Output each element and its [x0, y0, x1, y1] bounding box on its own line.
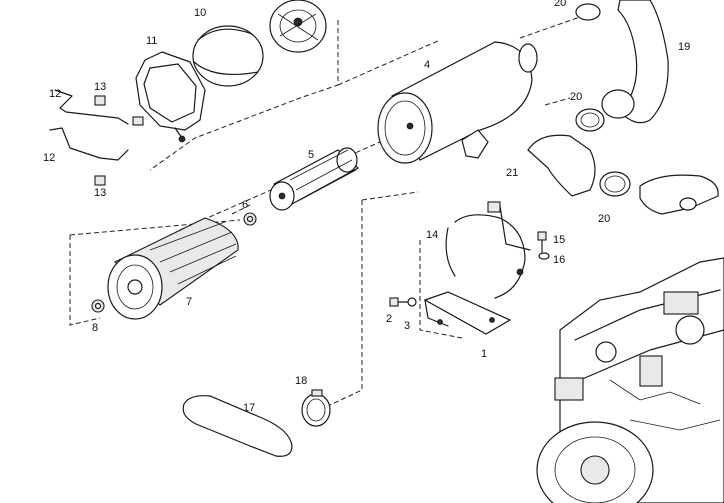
part-10-cover: [192, 0, 327, 87]
callout-16: 16: [553, 254, 565, 266]
callout-3: 3: [404, 320, 410, 332]
callout-7: 7: [186, 296, 192, 308]
callout-5: 5: [308, 149, 314, 161]
callout-18: 18: [295, 375, 307, 387]
callout-8: 8: [92, 322, 98, 334]
callout-20-low: 20: [598, 213, 610, 225]
callout-10: 10: [194, 7, 206, 19]
callout-21: 21: [506, 167, 518, 179]
callout-11: 11: [146, 35, 157, 47]
part-5-inner-filter: [269, 147, 360, 211]
part-18-clamp: [301, 389, 331, 427]
assembly-leader-lines: [69, 9, 601, 406]
callout-13-lower: 13: [94, 187, 106, 199]
callout-4: 4: [424, 59, 430, 71]
callout-12-lower: 12: [43, 152, 55, 164]
callout-2: 2: [386, 313, 392, 325]
callout-6: 6: [242, 199, 248, 211]
callout-labels: 1 2 3 4 5 6 7 8 10 11 12 12 13 13 14 15 …: [43, 0, 690, 414]
callout-14: 14: [426, 229, 438, 241]
part-19-upper-hose: [601, 0, 669, 124]
callout-20-mid: 20: [570, 91, 582, 103]
part-15-bolt: [537, 231, 547, 253]
part-2-bolt: [389, 297, 409, 307]
callout-15: 15: [553, 234, 565, 246]
engine-block: [536, 257, 724, 503]
part-4-housing: [377, 41, 538, 164]
part-17-hose: [182, 395, 293, 457]
part-20-clamp-top: [575, 3, 601, 21]
callout-20-top: 20: [554, 0, 566, 9]
part-21-elbow-hose: [527, 134, 719, 215]
part-11-bracket: [132, 51, 206, 143]
part-14-band: [445, 201, 531, 299]
part-20-clamp-mid: [575, 108, 605, 132]
callout-1: 1: [481, 348, 487, 360]
part-13-tabs: [94, 95, 106, 186]
part-16-washer: [538, 252, 550, 260]
part-8-nut: [91, 299, 105, 313]
callout-17: 17: [243, 402, 255, 414]
callout-12-upper: 12: [49, 88, 61, 100]
part-1-mount-bracket: [423, 291, 512, 335]
part-7-outer-filter: [107, 217, 239, 320]
part-12-clips: [49, 89, 129, 161]
callout-19: 19: [678, 41, 690, 53]
callout-13-upper: 13: [94, 81, 106, 93]
part-20-clamp-low: [599, 171, 631, 197]
part-6-nut: [243, 212, 257, 226]
part-3-washer: [407, 297, 417, 307]
